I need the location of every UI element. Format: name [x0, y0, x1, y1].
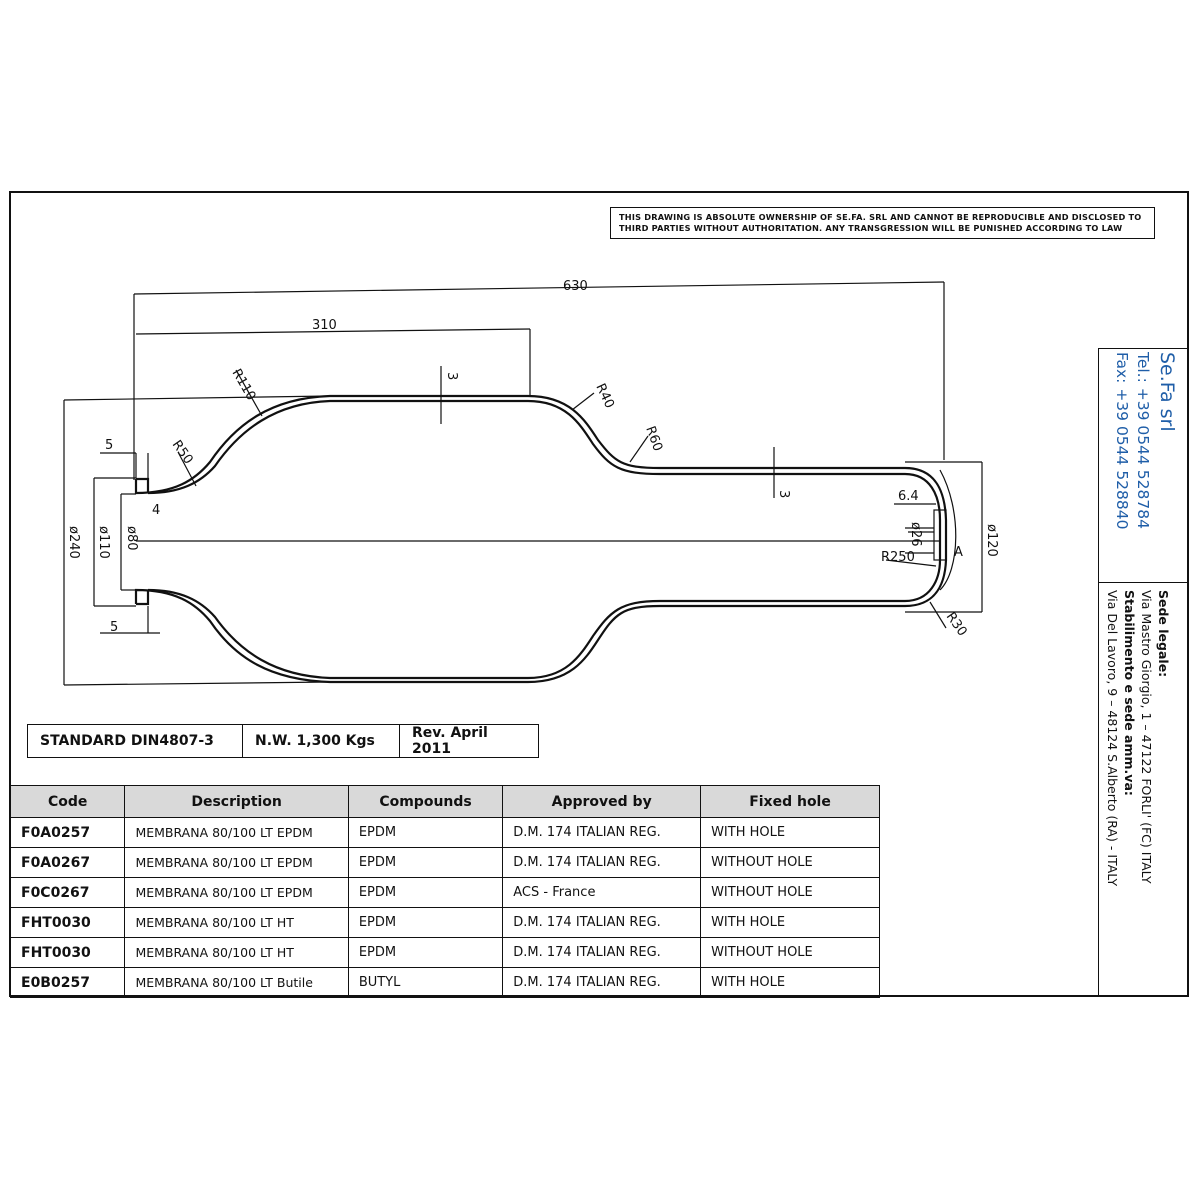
cell-code: FHT0030 — [9, 907, 126, 938]
cell-compound: EPDM — [347, 877, 504, 908]
legal-address-label: Sede legale: — [1156, 590, 1171, 678]
table-row: FHT0030 MEMBRANA 80/100 LT HT EPDM D.M. … — [9, 907, 880, 938]
cell-fixed-hole: WITHOUT HOLE — [700, 847, 880, 878]
sidebar-mid-rule — [1098, 582, 1189, 583]
parts-table: Code Description Compounds Approved by F… — [9, 785, 880, 998]
plant-address-label: Stabilimento e sede amm.va: — [1122, 590, 1137, 796]
plant-address: Via Del Lavoro, 9 – 48124 S.Alberto (RA)… — [1105, 590, 1120, 887]
cell-approved-by: D.M. 174 ITALIAN REG. — [502, 907, 702, 938]
cell-code: F0A0267 — [9, 847, 126, 878]
flange-bottom — [136, 590, 150, 606]
dim-flange-top-label: 5 — [105, 438, 113, 453]
sidebar-divider — [1098, 348, 1099, 996]
cell-approved-by: D.M. 174 ITALIAN REG. — [502, 967, 702, 998]
dim-dia-120-label: ø120 — [984, 524, 999, 557]
dim-thick-body-label: 3 — [444, 372, 459, 380]
cell-approved-by: D.M. 174 ITALIAN REG. — [502, 937, 702, 968]
header-description: Description — [124, 785, 349, 818]
company-fax: Fax: +39 0544 528840 — [1113, 352, 1131, 530]
header-approved-by: Approved by — [502, 785, 702, 818]
dim-flange-offset-label: 4 — [152, 503, 160, 518]
dim-r40-label: R40 — [592, 381, 616, 411]
sidebar-top-rule — [1098, 348, 1189, 349]
dim-r250-label: R250 — [881, 550, 915, 565]
header-compounds: Compounds — [347, 785, 504, 818]
membrane-outline-bottom-outer — [134, 540, 948, 684]
membrane-outline-bottom-inner — [147, 540, 942, 680]
flange-top — [136, 477, 150, 493]
cell-compound: EPDM — [347, 847, 504, 878]
header-fixed-hole: Fixed hole — [700, 785, 880, 818]
dim-310-label: 310 — [312, 318, 337, 333]
dim-thick-neck-label: 3 — [776, 490, 791, 498]
cell-code: FHT0030 — [9, 937, 126, 968]
notice-line-1: THIS DRAWING IS ABSOLUTE OWNERSHIP OF SE… — [619, 212, 1142, 222]
legal-address: Via Mastro Giorgio, 1 – 47122 FORLI' (FC… — [1139, 590, 1154, 884]
cell-description: MEMBRANA 80/100 LT EPDM — [124, 847, 349, 878]
standard-label: STANDARD DIN4807-3 — [28, 725, 243, 757]
cell-code: E0B0257 — [9, 967, 126, 998]
cell-compound: BUTYL — [347, 967, 504, 998]
weight-label: N.W. 1,300 Kgs — [243, 725, 400, 757]
bottom-plug — [933, 509, 947, 561]
company-name: Se.Fa srl — [1156, 352, 1178, 432]
cell-compound: EPDM — [347, 817, 504, 848]
cell-code: F0A0257 — [9, 817, 126, 848]
cell-approved-by: D.M. 174 ITALIAN REG. — [502, 817, 702, 848]
cell-fixed-hole: WITH HOLE — [700, 817, 880, 848]
cell-fixed-hole: WITHOUT HOLE — [700, 877, 880, 908]
cell-description: MEMBRANA 80/100 LT Butile — [124, 967, 349, 998]
cell-approved-by: ACS - France — [502, 877, 702, 908]
dim-dia-110-label: ø110 — [96, 526, 111, 559]
cell-description: MEMBRANA 80/100 LT EPDM — [124, 817, 349, 848]
cell-fixed-hole: WITH HOLE — [700, 967, 880, 998]
membrane-outline-top-outer — [134, 394, 948, 540]
header-code: Code — [9, 785, 126, 818]
cell-code: F0C0267 — [9, 877, 126, 908]
dim-hole-64-label: 6.4 — [898, 489, 919, 504]
company-tel: Tel.: +39 0544 528784 — [1134, 352, 1152, 529]
table-header-row: Code Description Compounds Approved by F… — [9, 785, 880, 818]
dim-dia-240-label: ø240 — [66, 526, 81, 559]
dim-630-line — [133, 281, 945, 295]
dim-dia-80-label: ø80 — [124, 526, 139, 551]
dim-r30-label: R30 — [943, 610, 970, 640]
table-row: F0C0267 MEMBRANA 80/100 LT EPDM EPDM ACS… — [9, 877, 880, 908]
standard-info-box: STANDARD DIN4807-3 N.W. 1,300 Kgs Rev. A… — [27, 724, 539, 758]
dim-630-label: 630 — [563, 279, 588, 294]
revision-label: Rev. April 2011 — [412, 725, 488, 757]
cell-fixed-hole: WITH HOLE — [700, 907, 880, 938]
cell-description: MEMBRANA 80/100 LT EPDM — [124, 877, 349, 908]
table-row: E0B0257 MEMBRANA 80/100 LT Butile BUTYL … — [9, 967, 880, 998]
dim-flange-bottom-label: 5 — [110, 620, 118, 635]
cell-description: MEMBRANA 80/100 LT HT — [124, 907, 349, 938]
arrow-a-label: A — [954, 545, 963, 560]
cell-approved-by: D.M. 174 ITALIAN REG. — [502, 847, 702, 878]
table-row: F0A0257 MEMBRANA 80/100 LT EPDM EPDM D.M… — [9, 817, 880, 848]
cell-compound: EPDM — [347, 937, 504, 968]
dim-310-line — [135, 328, 531, 335]
table-row: FHT0030 MEMBRANA 80/100 LT HT EPDM D.M. … — [9, 937, 880, 968]
ownership-notice: THIS DRAWING IS ABSOLUTE OWNERSHIP OF SE… — [610, 207, 1155, 239]
dim-dia-26-label: ø26 — [908, 522, 923, 547]
membrane-outline-top-inner — [147, 399, 942, 540]
cell-compound: EPDM — [347, 907, 504, 938]
cell-fixed-hole: WITHOUT HOLE — [700, 937, 880, 968]
table-row: F0A0267 MEMBRANA 80/100 LT EPDM EPDM D.M… — [9, 847, 880, 878]
dim-r50-label: R50 — [169, 438, 196, 468]
cell-description: MEMBRANA 80/100 LT HT — [124, 937, 349, 968]
notice-line-2: THIRD PARTIES WITHOUT AUTHORITATION. ANY… — [619, 223, 1123, 233]
